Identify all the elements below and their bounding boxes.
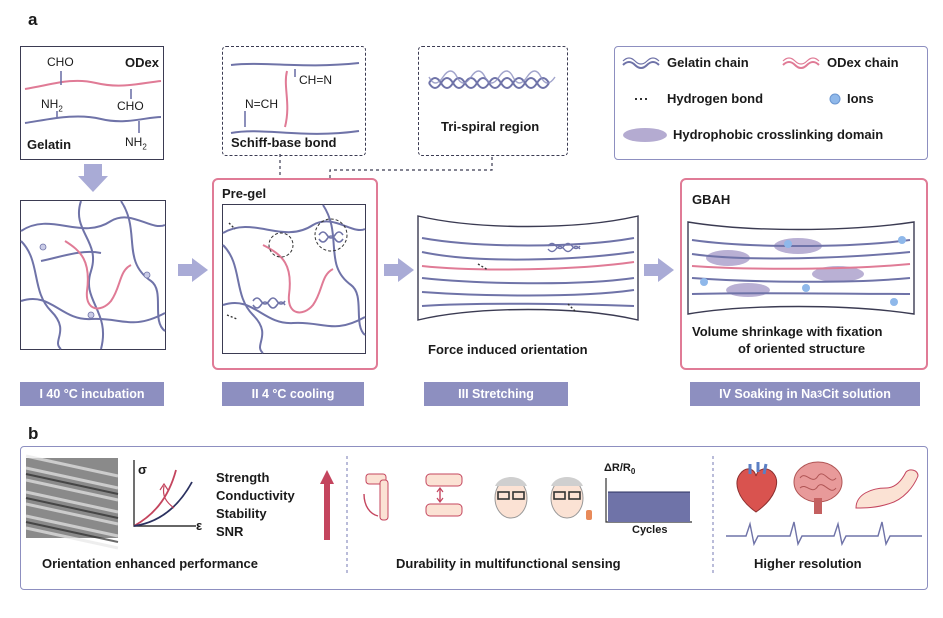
step-bar-3: III Stretching [424,382,568,406]
odex-label: ODex [125,55,159,70]
legend-hydrophobic-domain: Hydrophobic crosslinking domain [673,127,884,142]
divider-1 [346,456,348,576]
finger-stretch-icon [425,473,463,517]
gelatin-label: Gelatin [27,137,72,152]
volume-caption-line2: of oriented structure [738,341,866,356]
brain-icon [793,461,843,514]
property-strength: Strength [216,470,270,485]
gbah-network [687,221,915,315]
cycles-signal-plot [605,478,692,523]
finger-bend-icon [363,473,389,521]
cho-label-top: CHO [47,55,74,69]
nh2-label-left: NH2 [41,97,63,114]
tri-spiral-label: Tri-spiral region [441,119,540,134]
panel-a-letter: a [28,10,38,29]
face-throat-icon [550,477,592,520]
network-4c-box [222,204,366,354]
cycles-label: Cycles [632,524,668,536]
property-snr: SNR [216,524,244,539]
ecg-trace [726,521,922,547]
pregel-label: Pre-gel [222,186,267,201]
increase-arrow-icon [320,470,334,540]
volume-caption-line1: Volume shrinkage with fixation [692,324,883,339]
step-bar-2: II 4 °C cooling [222,382,364,406]
legend-odex-chain: ODex chain [827,55,899,70]
caption-orientation-performance: Orientation enhanced performance [42,556,258,571]
legend-symbols [622,57,841,142]
tri-spiral-box: Tri-spiral region [418,46,568,156]
micrograph-image [25,454,119,550]
schiff-base-label: Schiff-base bond [231,135,337,150]
sigma-label: σ [138,462,147,477]
cho-label-right: CHO [117,99,144,113]
down-arrow-icon [78,164,108,192]
stress-strain-plot [133,460,196,527]
right-arrow-icon-1 [178,258,208,282]
gbah-label: GBAH [692,192,731,207]
dr-label: ΔR/R0 [604,462,636,477]
stretched-network [417,215,639,321]
caption-higher-resolution: Higher resolution [754,556,862,571]
legend-hydrogen-bond: Hydrogen bond [667,91,764,106]
property-stability: Stability [216,506,267,521]
right-arrow-icon-2 [384,258,414,282]
force-orientation-caption: Force induced orientation [428,342,588,357]
caption-durability-sensing: Durability in multifunctional sensing [396,556,621,571]
property-conductivity: Conductivity [216,488,295,503]
network-4c-chains [222,204,366,354]
legend-gelatin-chain: Gelatin chain [667,55,749,70]
heart-icon [736,462,778,513]
legend-box: Gelatin chain ODex chain Hydrogen bond I… [614,46,928,160]
nh2-label-right: NH2 [125,135,147,152]
molecule-chains [24,71,162,133]
network-40c-box [20,200,166,350]
arm-icon [855,469,919,509]
divider-2 [712,456,714,576]
schiff-eq-1: CH=N [299,73,333,87]
right-arrow-icon-3 [644,258,674,282]
epsilon-label: ε [196,518,203,533]
network-40c-chains [20,200,166,350]
panel-b-letter: b [28,424,39,443]
legend-ions: Ions [847,91,874,106]
face-glasses-icon [494,477,528,519]
molecule-structure-box: CHO ODex NH2 CHO Gelatin NH2 [20,46,164,160]
schiff-base-chains [230,62,360,135]
schiff-base-box: CH=N N=CH Schiff-base bond [222,46,366,156]
panel-b-frame [20,446,928,590]
step-bar-1: I 40 °C incubation [20,382,164,406]
tri-spiral-helix [428,70,556,89]
schiff-eq-2: N=CH [245,97,279,111]
